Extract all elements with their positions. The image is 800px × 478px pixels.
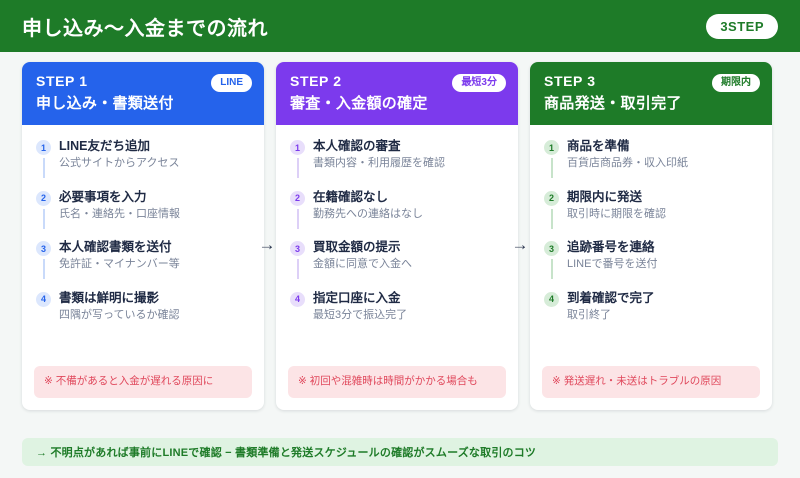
list-item: 3 本人確認書類を送付 免許証・マイナンバー等 [36,239,250,290]
item-subtitle: LINEで番号を送付 [567,258,658,271]
step-2-item-list: 1 本人確認の審査 書類内容・利用履歴を確認 2 在籍確認なし 勤務先への連絡は… [276,125,518,366]
item-number: 2 [544,190,559,206]
item-title: 商品を準備 [567,139,630,153]
step-3-title: 商品発送・取引完了 [544,94,682,112]
item-title: 指定口座に入金 [313,290,401,305]
item-subtitle: 勤務先への連絡はなし [313,207,423,220]
list-item: 1 本人確認の審査 書類内容・利用履歴を確認 [290,138,504,189]
item-subtitle: 四隅が写っているか確認 [59,308,180,321]
list-item: 3 追跡番号を連絡 LINEで番号を送付 [544,239,758,290]
step-3-item-list: 1 商品を準備 百貨店商品券・収入印紙 2 期限内に発送 取引時に期限を確認 [530,125,772,366]
step-1-warning-note: ※ 不備があると入金が遅れる原因に [34,366,252,398]
item-subtitle: 氏名・連絡先・口座情報 [59,207,180,220]
item-connector-line [551,259,553,280]
item-number: 1 [290,140,305,155]
item-number: 2 [290,190,305,206]
item-subtitle: 金額に同意で入金へ [313,258,412,271]
list-item: 4 書類は鮮明に撮影 四隅が写っているか確認 [36,290,250,323]
item-connector-line [43,158,45,178]
step-card-3[interactable]: STEP 3 商品発送・取引完了 期限内 1 商品を準備 百貨店商品券・収入印紙… [530,62,772,410]
list-item: 2 在籍確認なし 勤務先への連絡はなし [290,189,504,240]
item-connector-line [551,208,553,229]
arrow-right-icon: → [511,234,529,254]
item-subtitle: 免許証・マイナンバー等 [59,258,180,271]
item-subtitle: 百貨店商品券・収入印紙 [567,157,688,170]
footer-tip-text: → 不明点があれば事前にLINEで確認 − 書類準備と発送スケジュールの確認がス… [36,447,537,459]
item-number: 1 [36,140,51,155]
item-title: 買取金額の提示 [313,240,401,255]
step-2-badge: 最短3分 [452,74,506,92]
item-connector-line [551,158,553,178]
item-number: 2 [36,190,51,206]
item-number: 4 [290,291,305,307]
item-title: 期限内に発送 [567,189,643,204]
list-item: 1 LINE友だち追加 公式サイトからアクセス [36,138,250,189]
step-2-kicker: STEP 2 [290,73,342,89]
item-connector-line [43,259,45,280]
list-item: 3 買取金額の提示 金額に同意で入金へ [290,239,504,290]
item-connector-line [297,259,299,280]
page-header: 申し込み〜入金までの流れ 3STEP [0,0,800,52]
list-item: 4 指定口座に入金 最短3分で振込完了 [290,290,504,323]
list-item: 2 期限内に発送 取引時に期限を確認 [544,189,758,240]
item-number: 1 [544,140,559,155]
step-card-3-header: STEP 3 商品発送・取引完了 期限内 [530,62,772,125]
item-subtitle: 公式サイトからアクセス [59,157,180,170]
item-number: 4 [36,291,51,307]
step-2-title: 審査・入金額の確定 [290,94,428,112]
item-number: 3 [544,241,559,257]
step-1-item-list: 1 LINE友だち追加 公式サイトからアクセス 2 必要事項を入力 氏名・連絡先… [22,125,264,366]
list-item: 2 必要事項を入力 氏名・連絡先・口座情報 [36,189,250,240]
step-3-badge: 期限内 [712,74,760,92]
list-item: 4 到着確認で完了 取引終了 [544,290,758,323]
step-3-kicker: STEP 3 [544,73,596,89]
item-title: LINE友だち追加 [59,139,150,153]
page-title: 申し込み〜入金までの流れ [22,17,268,40]
item-number: 4 [544,291,559,307]
item-connector-line [297,158,299,178]
item-subtitle: 最短3分で振込完了 [313,308,408,321]
step-2-warning-note: ※ 初回や混雑時は時間がかかる場合も [288,366,506,398]
item-subtitle: 書類内容・利用履歴を確認 [313,157,445,170]
item-title: 本人確認書類を送付 [59,240,172,255]
item-title: 本人確認の審査 [313,139,401,153]
step-card-1[interactable]: STEP 1 申し込み・書類送付 LINE 1 LINE友だち追加 公式サイトか… [22,62,264,410]
item-number: 3 [36,241,51,257]
item-connector-line [297,208,299,229]
list-item: 1 商品を準備 百貨店商品券・収入印紙 [544,138,758,189]
item-number: 3 [290,241,305,257]
step-card-2-header: STEP 2 審査・入金額の確定 最短3分 [276,62,518,125]
step-3-warning-note: ※ 発送遅れ・未送はトラブルの原因 [542,366,760,398]
footer-tip-bar: → 不明点があれば事前にLINEで確認 − 書類準備と発送スケジュールの確認がス… [22,438,778,466]
item-title: 在籍確認なし [313,189,389,204]
step-card-2[interactable]: STEP 2 審査・入金額の確定 最短3分 1 本人確認の審査 書類内容・利用履… [276,62,518,410]
item-title: 追跡番号を連絡 [567,240,655,255]
step-card-1-header: STEP 1 申し込み・書類送付 LINE [22,62,264,125]
item-connector-line [43,208,45,229]
step-cards-container: STEP 1 申し込み・書類送付 LINE 1 LINE友だち追加 公式サイトか… [0,52,800,422]
item-title: 到着確認で完了 [567,290,655,305]
header-step-count-badge: 3STEP [706,13,778,39]
arrow-right-icon: → [258,234,276,254]
item-subtitle: 取引終了 [567,308,611,321]
item-title: 書類は鮮明に撮影 [59,290,160,305]
step-1-badge: LINE [211,74,252,92]
item-title: 必要事項を入力 [59,189,147,204]
step-1-title: 申し込み・書類送付 [36,94,174,112]
step-1-kicker: STEP 1 [36,73,88,89]
item-subtitle: 取引時に期限を確認 [567,207,666,220]
